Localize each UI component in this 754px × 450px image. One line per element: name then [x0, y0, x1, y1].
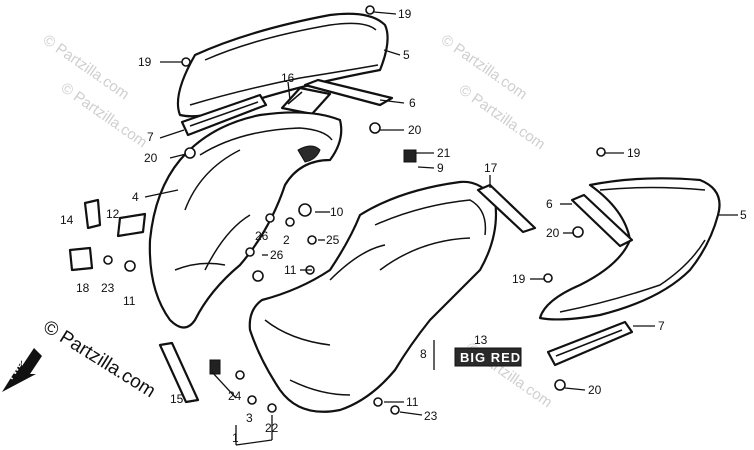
- callout-26-upper: 26: [255, 229, 269, 243]
- callout-1: 1: [232, 431, 239, 445]
- watermark-4: © Partzilla.com: [456, 81, 549, 153]
- callout-11-left: 11: [123, 294, 136, 308]
- decal-label: BIG RED: [460, 350, 521, 365]
- callout-19-right: 19: [627, 146, 641, 160]
- callout-17: 17: [484, 161, 498, 175]
- callout-19-left: 19: [138, 55, 152, 69]
- callout-15: 15: [170, 392, 184, 406]
- callout-12: 12: [106, 207, 120, 221]
- callout-19-top: 19: [398, 7, 412, 21]
- callout-20-bottom: 20: [588, 383, 602, 397]
- mounting-plate-right: [570, 193, 634, 248]
- callout-11-right: 11: [406, 395, 419, 409]
- callout-25: 25: [326, 233, 340, 247]
- callout-10: 10: [330, 205, 344, 219]
- callout-11-center: 11: [284, 263, 297, 277]
- mud-flap-front: [180, 93, 268, 137]
- callout-19-lower: 19: [512, 272, 526, 286]
- leader-lines: [144, 11, 738, 446]
- front-fender: [148, 111, 343, 329]
- callout-14: 14: [60, 213, 74, 227]
- callout-9: 9: [437, 161, 444, 175]
- callout-4: 4: [132, 190, 139, 204]
- callout-labels: 19 5 19 16 6 7 20 20 21 9 17 19 5 4 14 1…: [60, 7, 747, 445]
- callout-16: 16: [281, 71, 295, 85]
- callout-24: 24: [228, 389, 242, 403]
- callout-23-left: 23: [101, 281, 115, 295]
- mounting-plate-top: [303, 78, 394, 107]
- callout-2: 2: [283, 233, 290, 247]
- callout-26-lower: 26: [270, 248, 284, 262]
- callout-20-left: 20: [144, 151, 158, 165]
- big-red-decal: BIG RED: [454, 347, 522, 367]
- fwd-arrow: FWD: [2, 348, 42, 392]
- callout-23-right: 23: [424, 409, 438, 423]
- callout-13: 13: [474, 333, 488, 347]
- fasteners: [103, 5, 606, 415]
- callout-8: 8: [420, 347, 427, 361]
- small-decals: [68, 198, 200, 404]
- rear-fender: [248, 180, 498, 413]
- fender-flare-rear-right: [538, 177, 721, 321]
- callout-22: 22: [265, 421, 279, 435]
- fender-flare-front-left: [176, 12, 389, 118]
- partzilla-credit: © Partzilla.com: [39, 316, 159, 402]
- callout-21: 21: [437, 146, 451, 160]
- rear-trim-strip: [476, 183, 537, 234]
- callout-18: 18: [76, 281, 90, 295]
- callout-7-front: 7: [147, 130, 154, 144]
- callout-6-right: 6: [546, 197, 553, 211]
- watermark-3: © Partzilla.com: [438, 31, 531, 103]
- callout-20-center: 20: [408, 123, 422, 137]
- callout-7-rear: 7: [658, 319, 665, 333]
- callout-5-right: 5: [740, 208, 747, 222]
- mud-flap-rear: [546, 320, 634, 367]
- callout-5-left: 5: [403, 48, 410, 62]
- callout-3: 3: [246, 411, 253, 425]
- callout-20-right: 20: [546, 226, 560, 240]
- callout-6-top: 6: [409, 96, 416, 110]
